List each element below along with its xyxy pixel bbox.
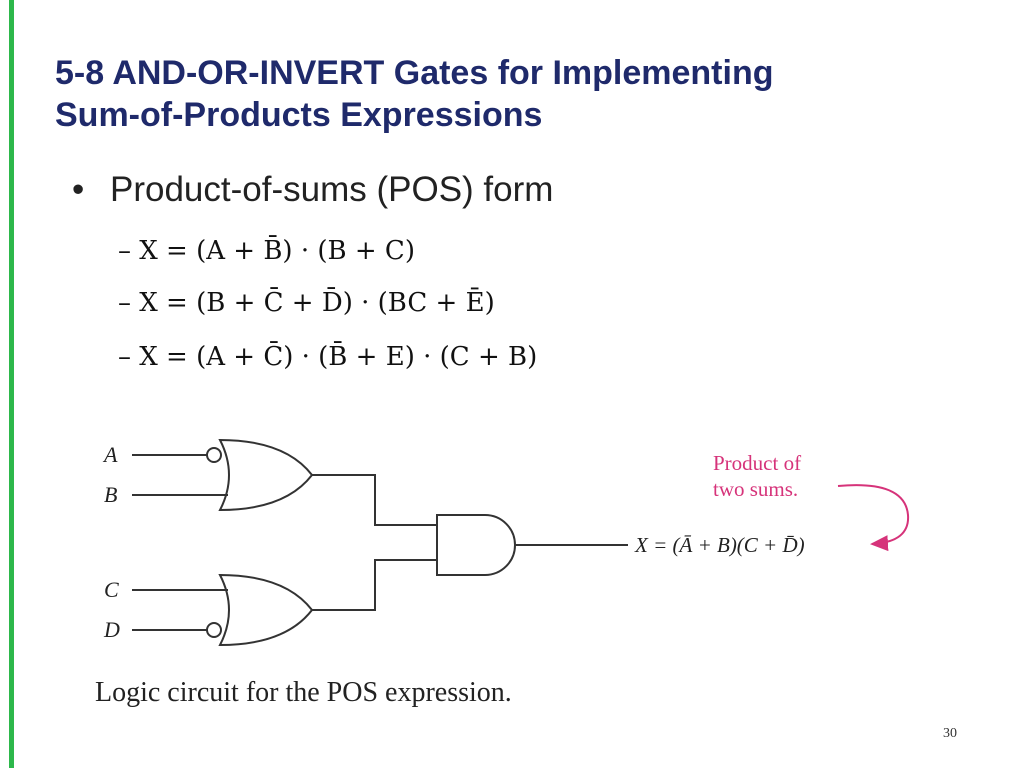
bullet-text: Product-of-sums (POS) form [110,170,554,209]
wire-or-bottom-to-and [312,559,437,611]
annotation-line-2: two sums. [713,477,798,501]
annotation-arrow [837,484,910,552]
page-number: 30 [943,726,957,741]
bullet-marker: • [72,170,85,209]
wire-or-top-to-and [312,474,437,526]
bullet-pos-form: • Product-of-sums (POS) form [72,170,553,210]
input-label-d: D [103,617,120,642]
title-line-2: Sum-of-Products Expressions [55,96,543,134]
equation-3: – X = (A + C̄) · (B̄ + E) · (C + B) [118,342,538,372]
or-gate-bottom [218,573,314,647]
and-gate [436,514,516,576]
title-line-1: 5-8 AND-OR-INVERT Gates for Implementing [55,54,774,92]
figure-caption: Logic circuit for the POS expression. [95,677,512,708]
slide-title: 5-8 AND-OR-INVERT Gates for Implementing… [55,52,995,136]
inverter-bubble-d [206,622,222,638]
accent-bar [9,0,14,768]
input-label-c: C [104,577,119,602]
output-expression: X = (Ā + B)(C + D̄) [634,533,805,557]
inverter-bubble-a [206,447,222,463]
input-label-b: B [104,482,117,507]
equation-2: – X = (B + C̄ + D̄) · (BC + Ē) [118,288,495,318]
pos-logic-circuit: A B C D X = (Ā + B)(C + D̄) Product of t… [102,438,910,647]
annotation-line-1: Product of [713,451,801,475]
input-label-a: A [102,442,118,467]
equation-1: – X = (A + B̄) · (B + C) [118,236,415,266]
or-gate-top [218,438,314,512]
